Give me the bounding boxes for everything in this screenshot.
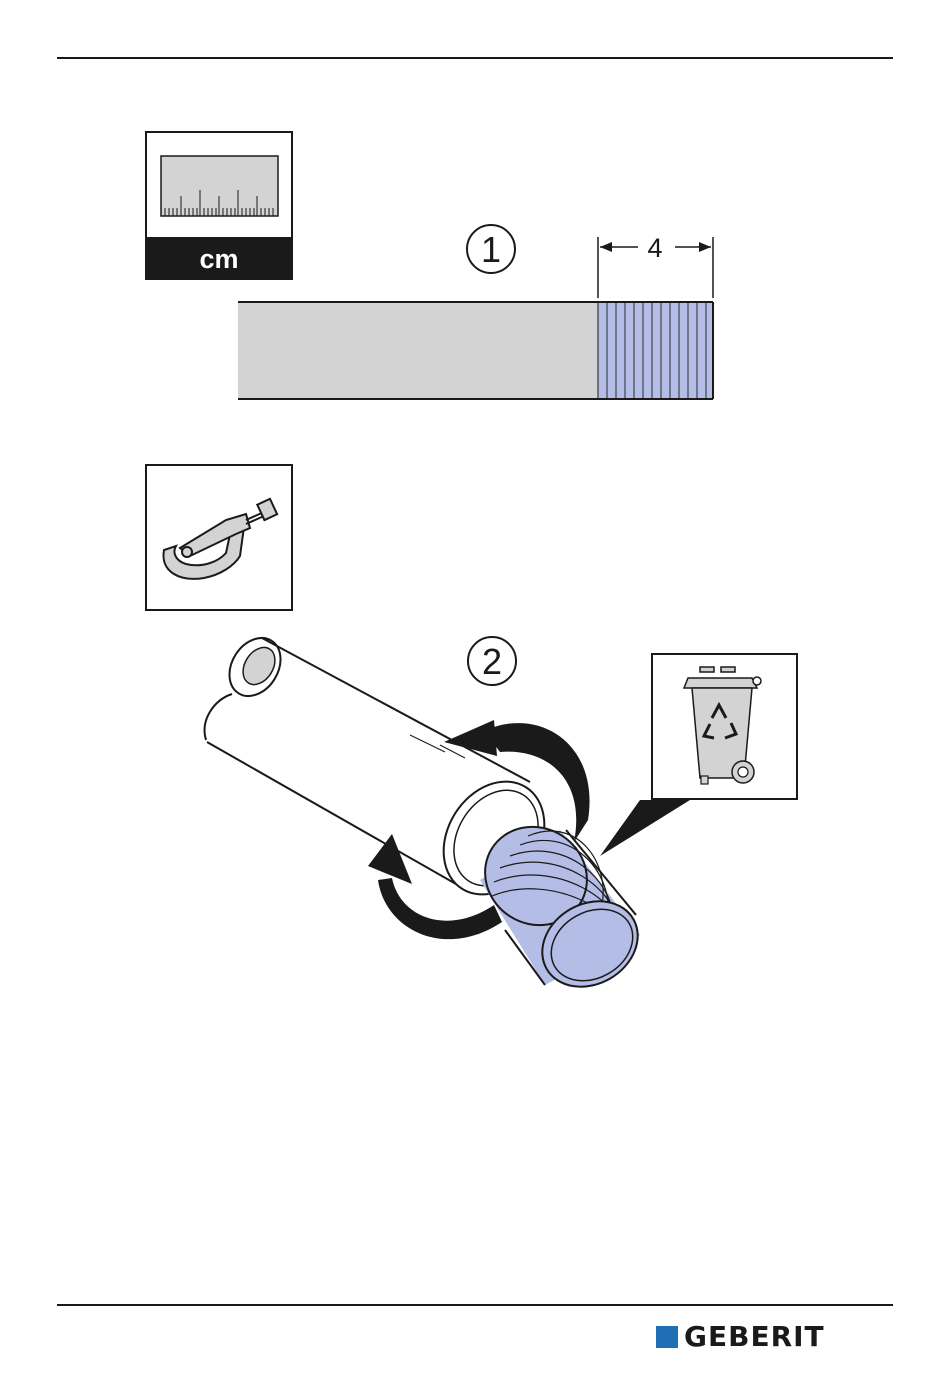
- pipe-cutter-icon: [146, 465, 292, 610]
- pipe-side-view: [238, 302, 713, 399]
- step-2-marker: 2: [468, 637, 516, 685]
- footer-rule: [57, 1304, 893, 1306]
- brand-square-icon: [656, 1326, 678, 1348]
- dimension-indicator: 4: [598, 233, 713, 298]
- step-2-number: 2: [482, 641, 502, 682]
- brand-name: GEBERIT: [684, 1322, 825, 1352]
- recycle-bin-icon: [600, 654, 797, 856]
- brand-logo: GEBERIT: [656, 1322, 825, 1352]
- step-1-marker: 1: [467, 225, 515, 273]
- ruler-icon: cm: [146, 132, 292, 279]
- unit-label: cm: [199, 244, 238, 274]
- step-1-number: 1: [481, 229, 501, 270]
- dimension-value: 4: [647, 233, 662, 263]
